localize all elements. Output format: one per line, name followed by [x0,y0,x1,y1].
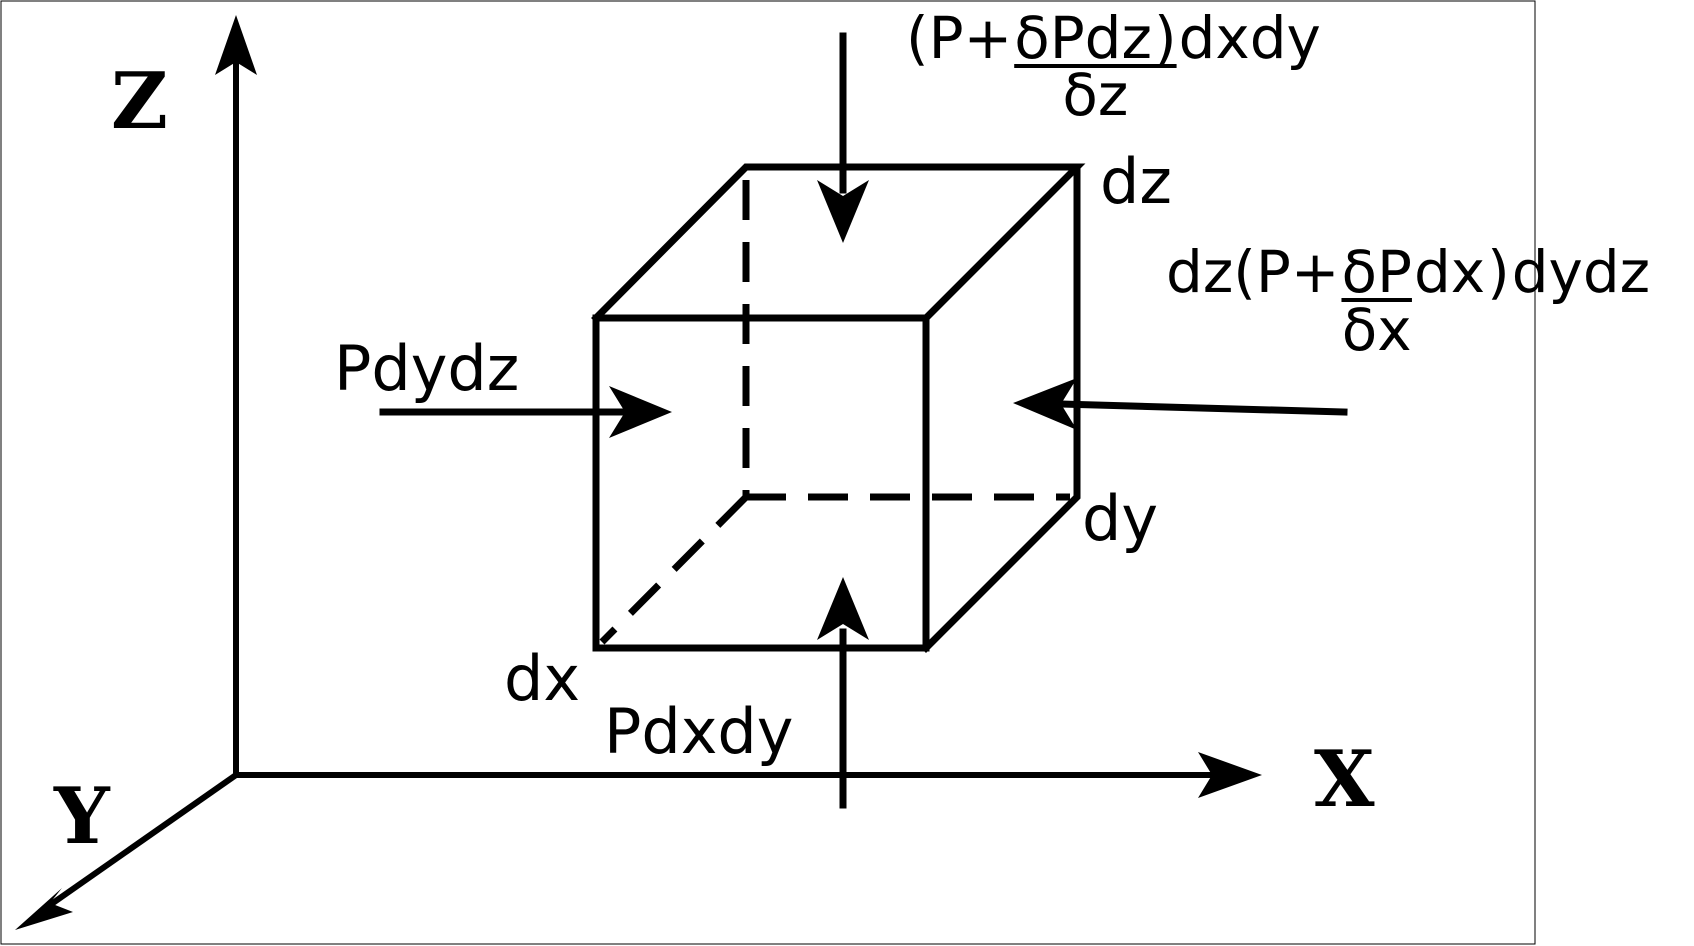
right-force-numerator: δP [1341,238,1411,306]
cube-hidden-depth-edge [599,494,749,645]
cube-right-edges [921,163,1081,653]
top-force-close-paren: ) [1154,4,1177,72]
right-force-prefix: dz(P+ [1166,238,1339,306]
figure-frame [0,0,1536,945]
z-axis-arrowhead [215,15,257,75]
y-axis-arrowhead [15,888,73,930]
bottom-force-arrowhead [817,577,869,640]
x-axis-arrowhead [1198,752,1262,798]
y-axis-label: Y [53,771,111,862]
right-force-middle: dx [1414,238,1485,306]
top-force-prefix: (P+ [906,4,1012,72]
coordinate-axes [15,15,1262,930]
top-force-denominator: δz [1062,61,1128,129]
top-force-label: (P+ δPdz ) dxdy δz [906,4,1321,129]
cube-top-face [591,163,1086,323]
cube-front-face [592,314,930,652]
right-force-label: dz(P+ δP dx ) dydz δx [1166,238,1650,364]
z-axis-label: Z [111,56,168,147]
dz-edge-label: dz [1100,145,1172,218]
right-force-arrowhead [1013,378,1077,430]
right-force-arrow-shaft [1056,400,1348,416]
force-arrows [379,32,1348,809]
right-force-denominator: δx [1342,296,1412,364]
right-force-close-paren: ) [1487,238,1510,306]
right-force-suffix: dydz [1512,238,1650,306]
dy-edge-label: dy [1082,482,1158,555]
left-force-arrowhead [609,386,672,438]
fluid-element-cube [591,163,1086,653]
left-force-label: Pdydz [334,332,519,405]
dx-edge-label: dx [504,642,580,715]
top-force-suffix: dxdy [1179,4,1321,72]
top-force-numerator: δPdz [1014,4,1152,72]
top-force-arrowhead [817,180,869,243]
x-axis-label: X [1314,734,1375,825]
bottom-force-label: Pdxdy [604,695,793,768]
y-axis [38,772,238,915]
